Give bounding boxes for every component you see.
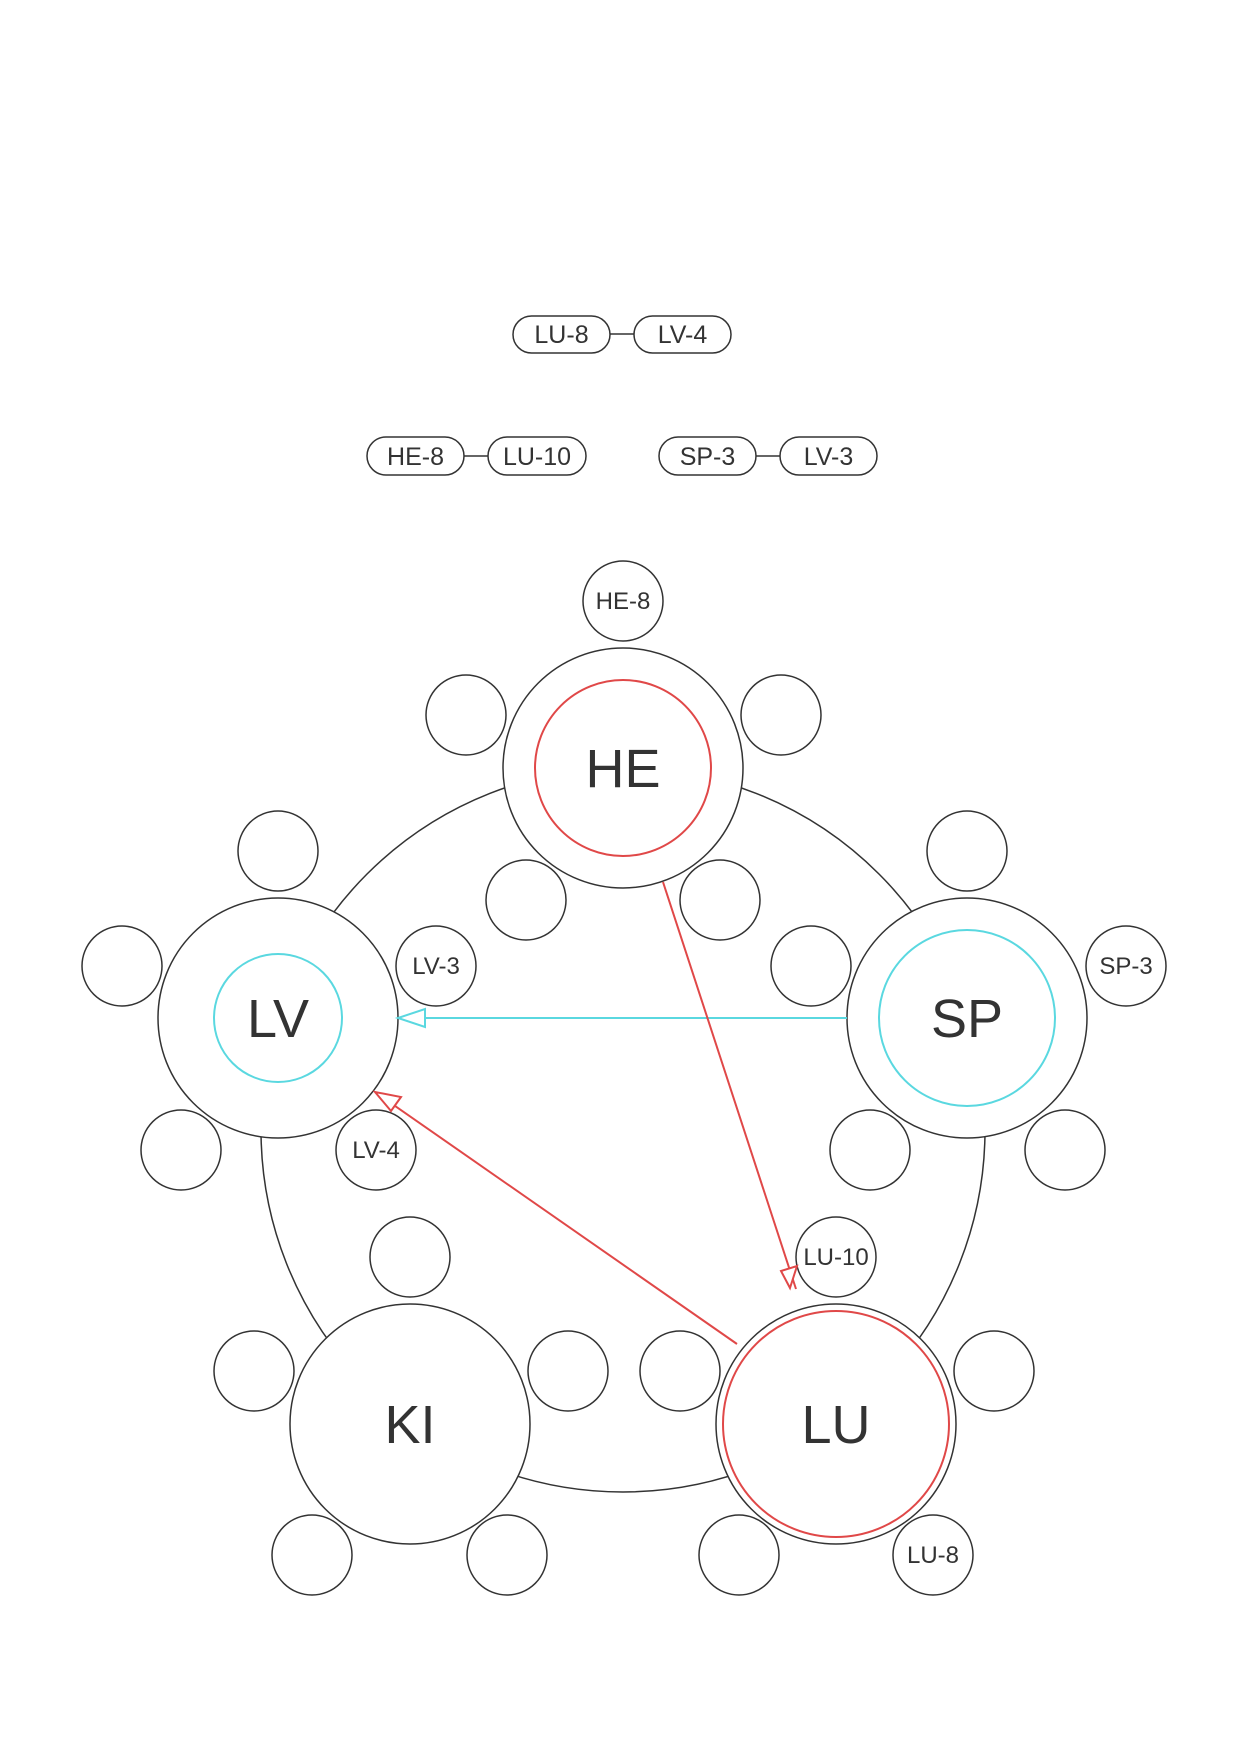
point-he-empty	[485, 859, 567, 941]
organ-he	[502, 647, 744, 889]
point-lv-4	[335, 1109, 417, 1191]
organ-lu	[715, 1303, 957, 1545]
point-lu-8-label: LU-8	[907, 1542, 959, 1569]
point-lu-empty	[639, 1330, 721, 1412]
pair-pill-right-label: LV-3	[804, 443, 854, 471]
organ-lu-label: LU	[801, 1395, 870, 1455]
organ-lv-inner-ring	[213, 953, 343, 1083]
point-sp-empty	[1024, 1109, 1106, 1191]
point-sp-empty	[770, 925, 852, 1007]
pair-sp3-lv3: SP-3 LV-3	[658, 436, 878, 476]
point-lu-empty	[953, 1330, 1035, 1412]
point-ki-empty	[213, 1330, 295, 1412]
point-lv-3	[395, 925, 477, 1007]
point-he-empty	[425, 674, 507, 756]
point-lv-empty	[140, 1109, 222, 1191]
point-he-empty	[740, 674, 822, 756]
point-he-8-label: HE-8	[596, 588, 651, 615]
arrowhead	[779, 1264, 799, 1291]
point-lu-10-label: LU-10	[803, 1244, 868, 1271]
point-sp-empty	[926, 810, 1008, 892]
organ-lv-label: LV	[247, 989, 309, 1049]
point-lu-10	[795, 1216, 877, 1298]
point-he-8	[582, 560, 664, 642]
pair-pill-right	[633, 315, 732, 354]
pair-pill-left-label: LU-8	[534, 321, 588, 349]
pair-lu8-lv4: LU-8 LV-4	[512, 315, 732, 354]
point-lu-empty	[698, 1514, 780, 1596]
point-lv-empty	[81, 925, 163, 1007]
arrowhead	[394, 1007, 426, 1029]
pair-pill-right	[487, 436, 587, 476]
point-ki-empty	[369, 1216, 451, 1298]
pair-pill-left	[512, 315, 611, 354]
point-sp-3	[1085, 925, 1167, 1007]
pair-pill-left	[366, 436, 465, 476]
organ-lu-inner-ring	[722, 1310, 950, 1538]
point-sp-3-label: SP-3	[1099, 953, 1152, 980]
arrowhead	[372, 1090, 403, 1113]
organ-he-inner-ring	[534, 679, 712, 857]
organ-he-label: HE	[585, 739, 660, 799]
organ-sp-inner-ring	[878, 929, 1056, 1107]
pair-pill-left	[658, 436, 757, 476]
point-sp-empty	[829, 1109, 911, 1191]
point-ki-empty	[466, 1514, 548, 1596]
pair-pill-right-label: LV-4	[658, 321, 708, 349]
organ-ki-label: KI	[384, 1395, 435, 1455]
pair-he8-lu10: HE-8 LU-10	[366, 436, 587, 476]
point-lv-4-label: LV-4	[352, 1137, 400, 1164]
arrow-he-to-lu	[662, 881, 799, 1291]
pair-pill-right-label: LU-10	[503, 443, 571, 471]
arrow-sp-to-lv	[394, 1007, 847, 1029]
point-lv-empty	[237, 810, 319, 892]
organ-ki	[289, 1303, 531, 1545]
pair-pill-left-label: HE-8	[387, 443, 444, 471]
arrow-lu-to-lv	[372, 1090, 738, 1345]
pair-pill-right	[779, 436, 878, 476]
point-he-empty	[679, 859, 761, 941]
point-ki-empty	[527, 1330, 609, 1412]
point-ki-empty	[271, 1514, 353, 1596]
point-lu-8	[892, 1514, 974, 1596]
organ-sp-label: SP	[931, 989, 1003, 1049]
point-lv-3-label: LV-3	[412, 953, 460, 980]
pair-pill-left-label: SP-3	[680, 443, 736, 471]
